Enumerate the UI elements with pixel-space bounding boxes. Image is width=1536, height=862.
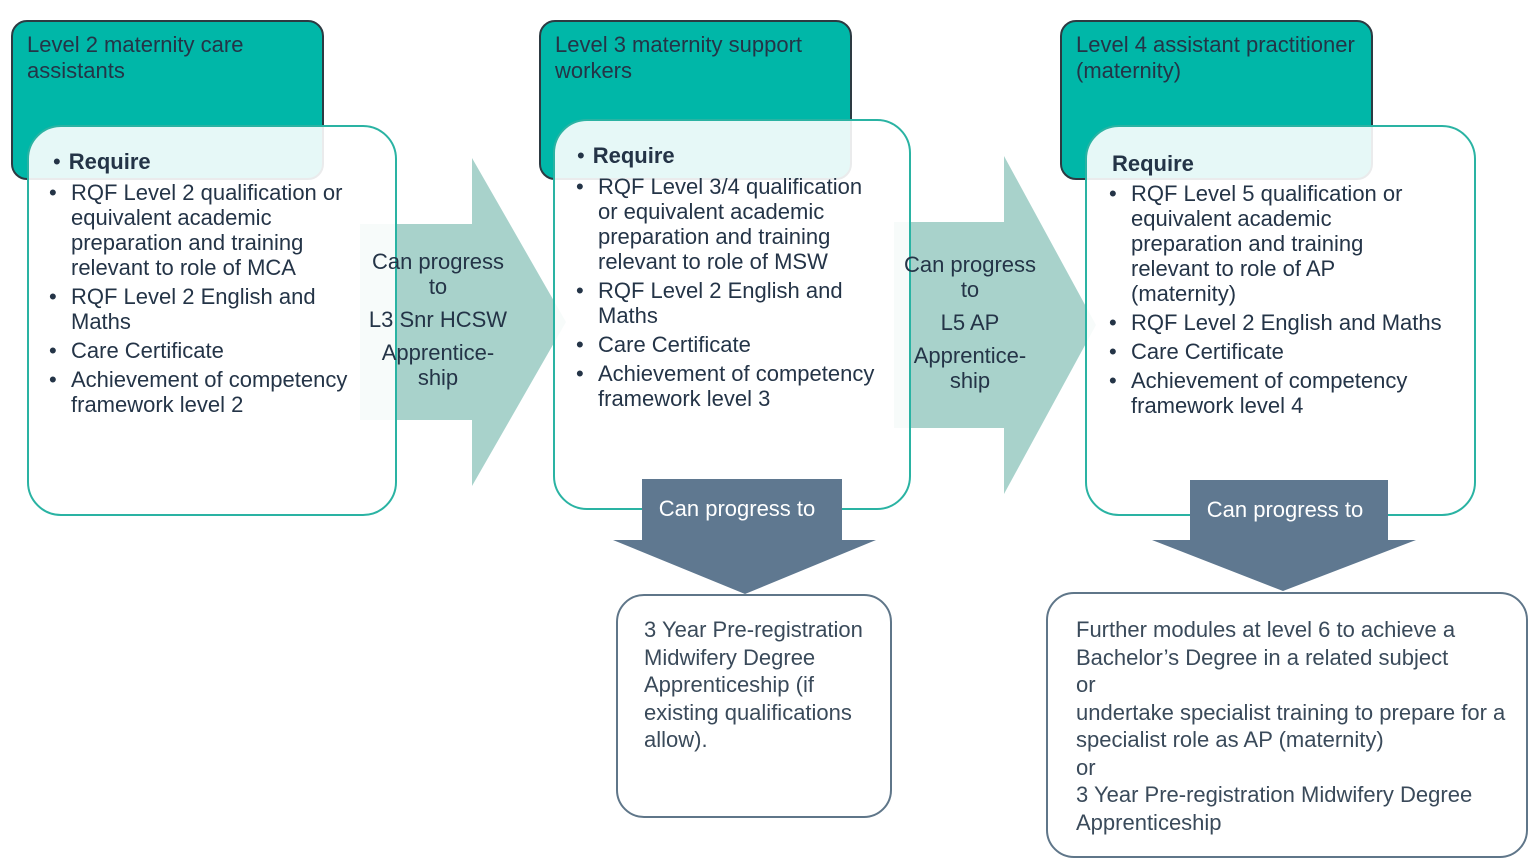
outcome-box-1: 3 Year Pre-registration Midwifery Degree… [616,594,892,818]
card-level-3: •Require RQF Level 3/4 qualification or … [553,119,911,510]
down-arrow-1-label: Can progress to [658,496,816,521]
card-level-4-item: RQF Level 5 qualification or equivalent … [1103,181,1443,306]
card-level-3-item: RQF Level 2 English and Maths [570,278,886,328]
card-level-4-list: RQF Level 5 qualification or equivalent … [1103,181,1443,422]
card-level-2-item: RQF Level 2 English and Maths [43,284,363,334]
right-arrow-2-shape [894,156,1096,494]
header-level-3-text: Level 3 maternity support workers [555,32,803,83]
header-level-4-text: Level 4 assistant practitioner (maternit… [1076,32,1355,83]
right-arrow-2-line1: Can progress to [903,252,1037,302]
card-level-2-item: RQF Level 2 qualification or equivalent … [43,180,363,280]
card-level-3-item: RQF Level 3/4 qualification or equivalen… [570,174,886,274]
card-level-3-item: Achievement of competency framework leve… [570,361,886,411]
card-level-4-item: Care Certificate [1103,339,1443,364]
card-level-2-item: Achievement of competency framework leve… [43,367,363,417]
card-level-2-item: Care Certificate [43,338,363,363]
down-arrow-2-label: Can progress to [1206,497,1364,522]
card-level-4-item: RQF Level 2 English and Maths [1103,310,1443,335]
down-arrow-1-shape [613,479,876,594]
card-level-4-require: Require [1112,151,1194,176]
card-level-4: Require RQF Level 5 qualification or equ… [1085,125,1476,516]
right-arrow-1-shape [360,158,566,486]
right-arrow-1-line3: Apprentice-ship [381,340,495,390]
down-arrow-2-shape [1152,480,1416,591]
right-arrow-2-line3: Apprentice-ship [913,343,1027,393]
card-level-2-list: RQF Level 2 qualification or equivalent … [43,180,363,421]
outcome-2-line: Further modules at level 6 to achieve a … [1076,617,1456,670]
outcome-2-line: undertake specialist training to prepare… [1076,699,1506,753]
outcome-2-line: or [1076,672,1096,697]
right-arrow-1-line2: L3 Snr HCSW [368,307,508,332]
right-arrow-1-line1: Can progress to [371,249,505,299]
card-level-2-require: •Require [53,149,151,174]
right-arrow-2-label: Can progress to L5 AP Apprentice-ship [894,252,1046,393]
card-level-4-item: Achievement of competency framework leve… [1103,368,1443,418]
outcome-1-text: 3 Year Pre-registration Midwifery Degree… [644,617,863,752]
right-arrow-1-label: Can progress to L3 Snr HCSW Apprentice-s… [362,249,514,390]
card-level-3-item: Care Certificate [570,332,886,357]
card-level-3-require: •Require [577,143,675,168]
outcome-2-line: or [1076,754,1096,780]
header-level-2-text: Level 2 maternity care assistants [27,32,244,83]
right-arrow-2-line2: L5 AP [940,310,1000,335]
card-level-3-list: RQF Level 3/4 qualification or equivalen… [570,174,886,415]
outcome-2-line: 3 Year Pre-registration Midwifery Degree… [1076,782,1473,835]
card-level-2: •Require RQF Level 2 qualification or eq… [27,125,397,516]
outcome-box-2: Further modules at level 6 to achieve a … [1046,592,1528,858]
